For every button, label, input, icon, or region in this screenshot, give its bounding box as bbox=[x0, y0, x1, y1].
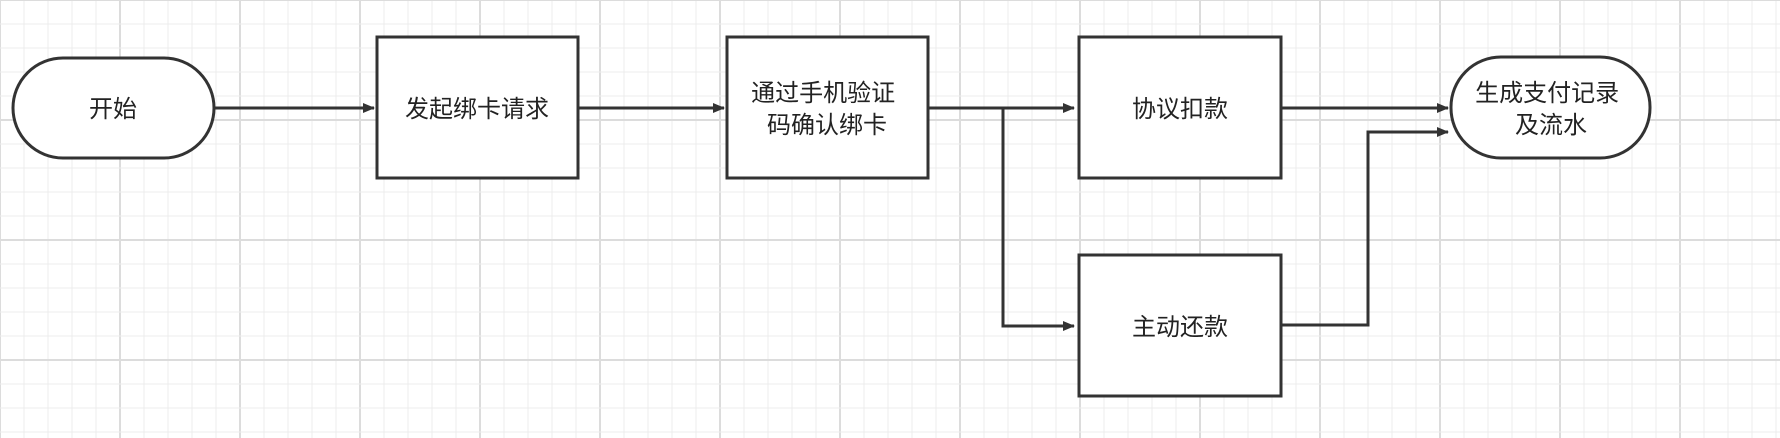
start-terminator-shape bbox=[11, 56, 216, 160]
agreement-debit-label: 协议扣款 bbox=[1132, 95, 1228, 123]
end-label-line-1: 生成支付记录 bbox=[1475, 79, 1619, 107]
sms-verify-label: 通过手机验证 码确认绑卡 bbox=[751, 79, 903, 139]
sms-verify-label-line-2: 码确认绑卡 bbox=[767, 111, 887, 139]
edge-active-repay-to-end bbox=[1281, 127, 1449, 327]
edge-sms-verify-to-active-repay bbox=[1001, 108, 1075, 331]
sms-verify-label-line-1: 通过手机验证 bbox=[751, 79, 895, 107]
agreement-debit-process-shape bbox=[1077, 35, 1283, 180]
bind-request-label: 发起绑卡请求 bbox=[405, 95, 549, 123]
bind-request-label-line: 发起绑卡请求 bbox=[405, 95, 549, 123]
sms-verify-process-shape bbox=[725, 35, 930, 180]
active-repay-label: 主动还款 bbox=[1132, 313, 1228, 341]
end-terminator-shape bbox=[1449, 55, 1652, 160]
node-labels: 开始 发起绑卡请求 通过手机验证 码确认绑卡 协议扣款 主动还款 生成支付记录 … bbox=[89, 79, 1627, 341]
end-label: 生成支付记录 及流水 bbox=[1475, 79, 1627, 139]
nodes bbox=[11, 35, 1652, 398]
active-repay-label-line: 主动还款 bbox=[1132, 313, 1228, 341]
end-label-line-2: 及流水 bbox=[1515, 111, 1587, 139]
agreement-debit-label-line: 协议扣款 bbox=[1132, 95, 1228, 123]
bind-request-process-shape bbox=[375, 35, 580, 180]
start-label: 开始 bbox=[89, 95, 137, 123]
active-repay-process-shape bbox=[1077, 253, 1283, 398]
connectors bbox=[214, 103, 1449, 331]
start-label-line: 开始 bbox=[89, 95, 137, 123]
